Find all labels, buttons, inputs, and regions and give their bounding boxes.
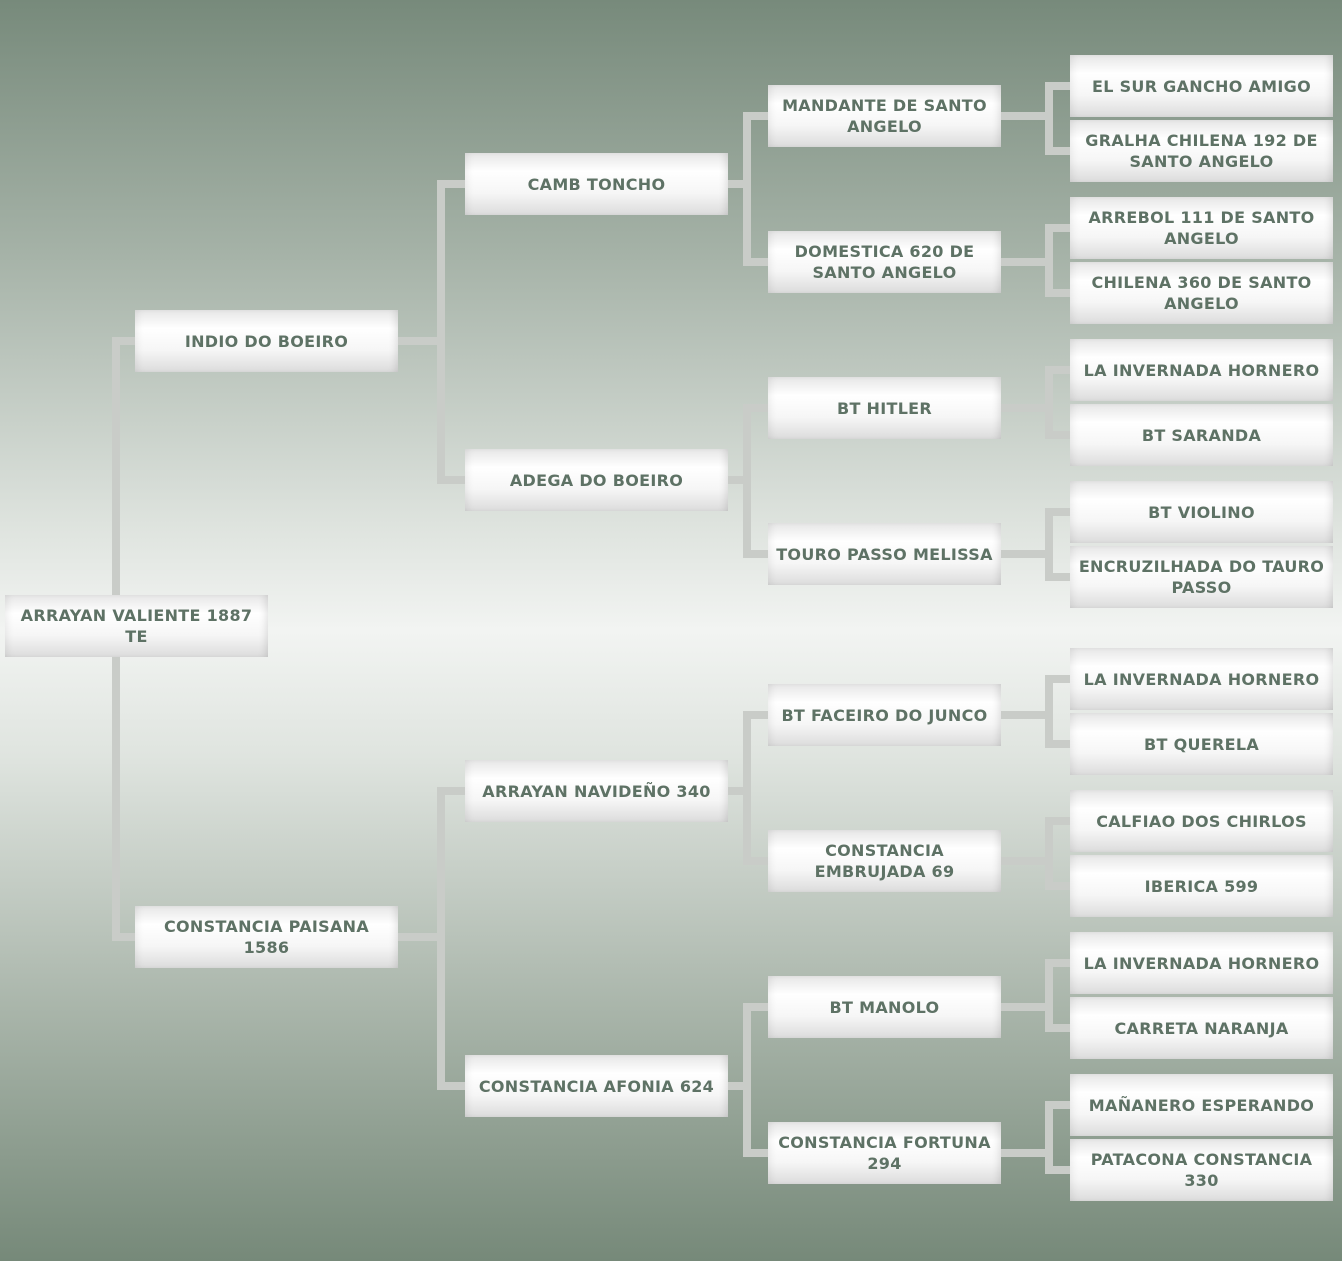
great-great-grandparent-box[interactable]: BT QUERELA bbox=[1070, 713, 1333, 775]
connector-line bbox=[1045, 508, 1053, 581]
connector-line bbox=[1045, 882, 1070, 890]
great-great-grandparent-box[interactable]: BT VIOLINO bbox=[1070, 481, 1333, 543]
great-great-grandparent-box[interactable]: PATACONA CONSTANCIA 330 bbox=[1070, 1139, 1333, 1201]
great-grandparent-box[interactable]: CONSTANCIA FORTUNA 294 bbox=[768, 1122, 1001, 1184]
connector-line bbox=[1045, 1166, 1070, 1174]
connector-line bbox=[728, 787, 751, 795]
connector-line bbox=[437, 180, 465, 188]
connector-line bbox=[1045, 366, 1053, 439]
connector-line bbox=[743, 404, 768, 412]
connector-line bbox=[743, 112, 751, 266]
subject-box[interactable]: ARRAYAN VALIENTE 1887 TE bbox=[5, 595, 268, 657]
connector-line bbox=[743, 711, 751, 865]
connector-line bbox=[437, 787, 465, 795]
parent-box[interactable]: INDIO DO BOEIRO bbox=[135, 310, 398, 372]
connector-line bbox=[743, 1149, 768, 1157]
connector-line bbox=[1001, 711, 1053, 719]
connector-line bbox=[437, 1082, 465, 1090]
connector-line bbox=[1045, 82, 1053, 155]
great-great-grandparent-box[interactable]: EL SUR GANCHO AMIGO bbox=[1070, 55, 1333, 117]
great-great-grandparent-box[interactable]: CHILENA 360 DE SANTO ANGELO bbox=[1070, 262, 1333, 324]
connector-line bbox=[1045, 224, 1053, 297]
connector-line bbox=[398, 337, 445, 345]
connector-line bbox=[743, 258, 768, 266]
connector-line bbox=[743, 1003, 751, 1157]
great-great-grandparent-box[interactable]: BT SARANDA bbox=[1070, 404, 1333, 466]
great-grandparent-box[interactable]: MANDANTE DE SANTO ANGELO bbox=[768, 85, 1001, 147]
great-great-grandparent-box[interactable]: CARRETA NARANJA bbox=[1070, 997, 1333, 1059]
grandparent-box[interactable]: ADEGA DO BOEIRO bbox=[465, 449, 728, 511]
connector-line bbox=[1001, 112, 1053, 120]
connector-line bbox=[437, 787, 445, 1090]
connector-line bbox=[1045, 817, 1053, 890]
connector-line bbox=[1001, 550, 1053, 558]
connector-line bbox=[1045, 366, 1070, 374]
great-grandparent-box[interactable]: BT MANOLO bbox=[768, 976, 1001, 1038]
connector-line bbox=[1045, 675, 1053, 748]
connector-line bbox=[1045, 573, 1070, 581]
connector-line bbox=[1045, 959, 1070, 967]
connector-line bbox=[1001, 1003, 1053, 1011]
connector-line bbox=[1045, 959, 1053, 1032]
grandparent-box[interactable]: CONSTANCIA AFONIA 624 bbox=[465, 1055, 728, 1117]
connector-line bbox=[1045, 1024, 1070, 1032]
connector-line bbox=[1045, 817, 1070, 825]
connector-line bbox=[1045, 675, 1070, 683]
great-grandparent-box[interactable]: CONSTANCIA EMBRUJADA 69 bbox=[768, 830, 1001, 892]
connector-line bbox=[728, 1082, 751, 1090]
great-grandparent-box[interactable]: BT HITLER bbox=[768, 377, 1001, 439]
connector-line bbox=[1045, 508, 1070, 516]
great-grandparent-box[interactable]: DOMESTICA 620 DE SANTO ANGELO bbox=[768, 231, 1001, 293]
grandparent-box[interactable]: ARRAYAN NAVIDEÑO 340 bbox=[465, 760, 728, 822]
connector-line bbox=[743, 857, 768, 865]
connector-line bbox=[1045, 740, 1070, 748]
connector-line bbox=[398, 933, 445, 941]
great-great-grandparent-box[interactable]: LA INVERNADA HORNERO bbox=[1070, 648, 1333, 710]
parent-box[interactable]: CONSTANCIA PAISANA 1586 bbox=[135, 906, 398, 968]
connector-line bbox=[1001, 258, 1053, 266]
great-great-grandparent-box[interactable]: MAÑANERO ESPERANDO bbox=[1070, 1074, 1333, 1136]
great-grandparent-box[interactable]: TOURO PASSO MELISSA bbox=[768, 523, 1001, 585]
great-great-grandparent-box[interactable]: ARREBOL 111 DE SANTO ANGELO bbox=[1070, 197, 1333, 259]
great-great-grandparent-box[interactable]: ENCRUZILHADA DO TAURO PASSO bbox=[1070, 546, 1333, 608]
connector-line bbox=[1045, 82, 1070, 90]
connector-line bbox=[728, 180, 751, 188]
connector-line bbox=[1045, 224, 1070, 232]
connector-line bbox=[743, 1003, 768, 1011]
great-great-grandparent-box[interactable]: LA INVERNADA HORNERO bbox=[1070, 339, 1333, 401]
great-great-grandparent-box[interactable]: LA INVERNADA HORNERO bbox=[1070, 932, 1333, 994]
connector-line bbox=[112, 337, 135, 345]
connector-line bbox=[743, 711, 768, 719]
connector-line bbox=[1045, 1101, 1070, 1109]
connector-line bbox=[728, 476, 751, 484]
connector-line bbox=[1045, 289, 1070, 297]
grandparent-box[interactable]: CAMB TONCHO bbox=[465, 153, 728, 215]
connector-line bbox=[1045, 1101, 1053, 1174]
connector-line bbox=[1001, 404, 1053, 412]
great-great-grandparent-box[interactable]: CALFIAO DOS CHIRLOS bbox=[1070, 790, 1333, 852]
great-great-grandparent-box[interactable]: GRALHA CHILENA 192 DE SANTO ANGELO bbox=[1070, 120, 1333, 182]
connector-line bbox=[1045, 431, 1070, 439]
great-great-grandparent-box[interactable]: IBERICA 599 bbox=[1070, 855, 1333, 917]
connector-line bbox=[437, 476, 465, 484]
connector-line bbox=[437, 180, 445, 484]
connector-line bbox=[743, 404, 751, 558]
connector-line bbox=[1045, 147, 1070, 155]
connector-line bbox=[112, 933, 135, 941]
great-grandparent-box[interactable]: BT FACEIRO DO JUNCO bbox=[768, 684, 1001, 746]
connector-line bbox=[743, 550, 768, 558]
connector-line bbox=[1001, 1149, 1053, 1157]
connector-line bbox=[1001, 857, 1053, 865]
connector-line bbox=[743, 112, 768, 120]
